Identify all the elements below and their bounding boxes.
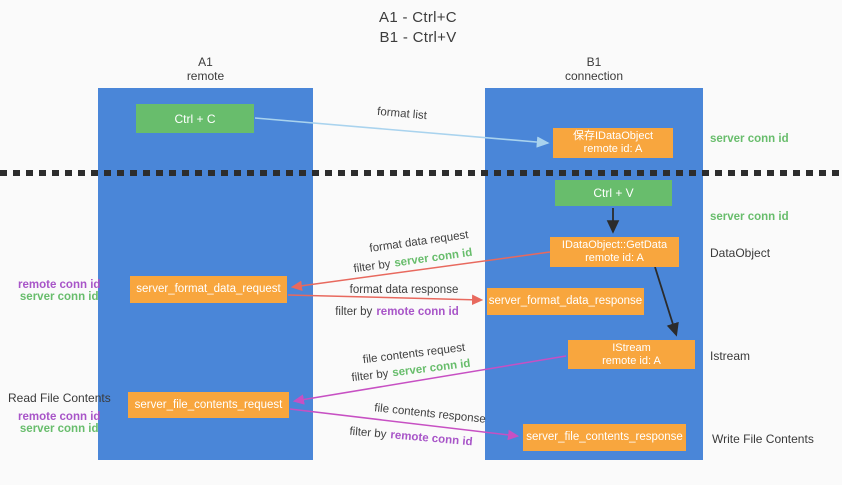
title-line-a1: A1 - Ctrl+C <box>379 9 457 26</box>
save-idataobject-node[interactable]: 保存IDataObject remote id: A <box>553 128 673 158</box>
lane-b-header: B1 connection <box>485 55 703 83</box>
title-line-b1: B1 - Ctrl+V <box>379 29 457 46</box>
istream-node[interactable]: IStream remote id: A <box>568 340 695 369</box>
filter-by-text: filter by <box>350 367 390 385</box>
istream-line2: remote id: A <box>602 354 661 367</box>
lane-a-header: A1 remote <box>98 55 313 83</box>
lane-b-subtitle: connection <box>564 69 624 83</box>
save-idataobject-line1: 保存IDataObject <box>572 130 654 142</box>
format-data-response-label: format data response <box>349 284 459 296</box>
server-format-data-response-node[interactable]: server_format_data_response <box>487 288 644 315</box>
server-conn-id-left-bottom: server conn id <box>19 423 99 435</box>
server-conn-id-right-top: server conn id <box>710 133 789 145</box>
ctrl-c-label: Ctrl + C <box>174 111 216 126</box>
server-file-contents-request-node[interactable]: server_file_contents_request <box>128 392 289 418</box>
filter-by-text: filter by <box>335 306 373 318</box>
remote-conn-id-text: remote conn id <box>389 429 474 449</box>
istream-side-label: Istream <box>710 349 751 363</box>
conn-id-pair-top: remote conn id server conn id <box>18 279 100 303</box>
lane-a-subtitle: remote <box>186 69 225 83</box>
save-idataobject-line2: remote id: A <box>583 143 643 155</box>
server-file-contents-response-node[interactable]: server_file_contents_response <box>523 424 686 451</box>
idataobject-getdata-node[interactable]: IDataObject::GetData remote id: A <box>550 237 679 267</box>
filter-by-text: filter by <box>348 425 387 441</box>
diagram-title: A1 - Ctrl+C B1 - Ctrl+V <box>333 8 503 48</box>
remote-conn-id-left-top: remote conn id <box>18 279 101 291</box>
ctrl-c-node[interactable]: Ctrl + C <box>136 104 254 133</box>
read-file-contents-label: Read File Contents <box>8 391 111 405</box>
lane-a-id: A1 <box>198 55 213 69</box>
lane-b-id: B1 <box>586 55 602 69</box>
format-list-label: format list <box>376 105 428 123</box>
server-format-data-request-label: server_format_data_request <box>136 283 281 295</box>
server-format-data-request-node[interactable]: server_format_data_request <box>130 276 287 303</box>
conn-id-pair-bottom: remote conn id server conn id <box>18 411 100 435</box>
server-format-data-response-label: server_format_data_response <box>488 295 643 307</box>
phase-divider-dashed-line <box>0 170 842 176</box>
ctrl-v-node[interactable]: Ctrl + V <box>555 180 672 206</box>
server-conn-id-left-top: server conn id <box>19 291 99 303</box>
remote-conn-id-text: remote conn id <box>376 306 459 318</box>
filter-by-text: filter by <box>352 258 392 276</box>
file-contents-response-label: file contents response <box>373 402 487 426</box>
server-file-contents-response-label: server_file_contents_response <box>526 431 683 443</box>
istream-line1: IStream <box>612 341 651 354</box>
getdata-line2: remote id: A <box>585 252 644 264</box>
server-conn-id-right-mid: server conn id <box>710 211 789 223</box>
server-file-contents-request-label: server_file_contents_request <box>134 398 283 411</box>
ctrl-v-label: Ctrl + V <box>593 186 634 200</box>
remote-conn-id-left-bottom: remote conn id <box>18 411 101 423</box>
getdata-line1: IDataObject::GetData <box>561 239 668 251</box>
write-file-contents-label: Write File Contents <box>712 432 814 446</box>
dataobject-side-label: DataObject <box>710 246 771 260</box>
server-conn-id-text: server conn id <box>393 246 474 270</box>
